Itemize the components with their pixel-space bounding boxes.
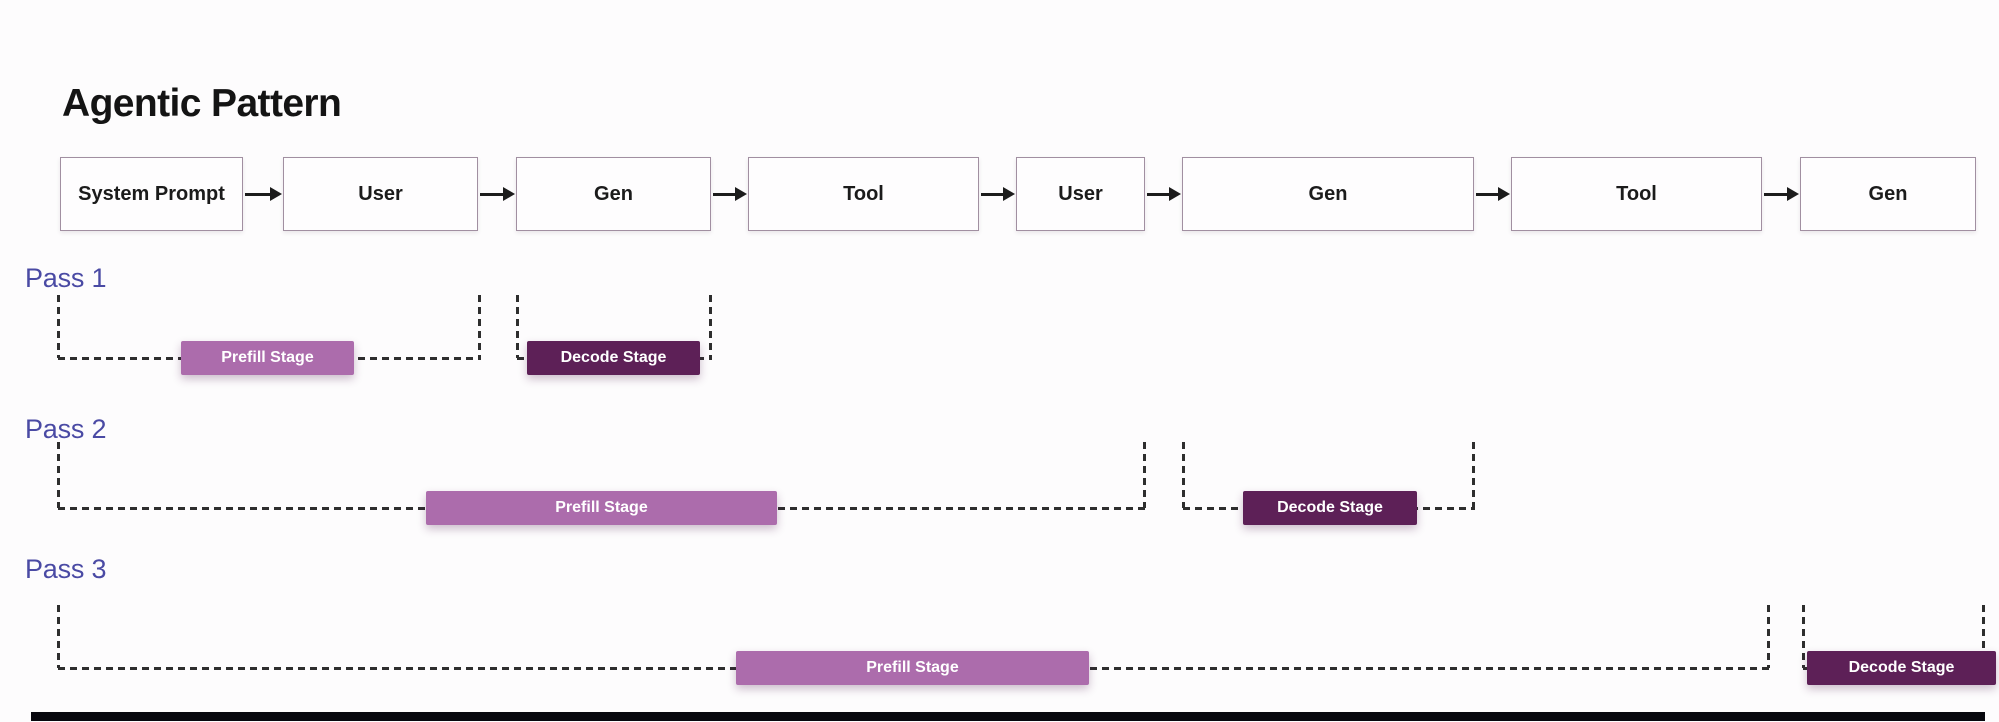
decode-stage-bar: Decode Stage — [527, 341, 700, 375]
flow-arrow — [981, 192, 1004, 196]
flow-box-gen: Gen — [1800, 157, 1976, 231]
pass-label-pass-1: Pass 1 — [25, 263, 107, 293]
decode-stage-bar: Decode Stage — [1243, 491, 1417, 525]
bracket-tick-left — [1182, 442, 1185, 508]
arrow-head-icon — [503, 187, 515, 201]
prefill-stage-bar: Prefill Stage — [736, 651, 1089, 685]
stage-bar-label: Prefill Stage — [866, 659, 959, 676]
flow-box-user: User — [283, 157, 478, 231]
flow-box-label: User — [358, 182, 403, 205]
diagram-title: Agentic Pattern — [62, 82, 342, 125]
stage-bar-label: Prefill Stage — [221, 349, 314, 366]
pass-label-pass-2: Pass 2 — [25, 414, 107, 444]
bracket-tick-right — [1767, 605, 1770, 668]
flow-arrow — [245, 192, 271, 196]
arrow-head-icon — [1003, 187, 1015, 201]
bottom-divider-bar — [31, 712, 1985, 721]
flow-arrow — [1147, 192, 1170, 196]
pass-label-pass-3: Pass 3 — [25, 554, 107, 584]
prefill-stage-bar: Prefill Stage — [181, 341, 354, 375]
flow-box-tool: Tool — [748, 157, 979, 231]
flow-box-tool: Tool — [1511, 157, 1762, 231]
stage-bar-label: Decode Stage — [560, 349, 667, 366]
flow-box-label: Gen — [1868, 182, 1908, 205]
arrow-head-icon — [270, 187, 282, 201]
flow-box-gen: Gen — [516, 157, 711, 231]
flow-arrow — [480, 192, 504, 196]
bracket-tick-right — [1143, 442, 1146, 508]
bracket-tick-right — [478, 295, 481, 358]
bracket-tick-left — [57, 605, 60, 668]
bracket-tick-left — [57, 295, 60, 358]
arrow-head-icon — [1169, 187, 1181, 201]
flow-box-label: Tool — [843, 182, 884, 205]
stage-bar-label: Decode Stage — [1848, 659, 1955, 676]
flow-box-gen: Gen — [1182, 157, 1474, 231]
flow-box-label: Tool — [1616, 182, 1657, 205]
bracket-tick-right — [709, 295, 712, 358]
flow-box-label: Gen — [1308, 182, 1348, 205]
flow-box-label: System Prompt — [78, 182, 225, 205]
bracket-tick-left — [1802, 605, 1805, 668]
flow-box-label: Gen — [594, 182, 633, 205]
flow-arrow — [1476, 192, 1499, 196]
flow-arrow — [1764, 192, 1788, 196]
flow-box-label: User — [1058, 182, 1103, 205]
flow-box-user: User — [1016, 157, 1145, 231]
arrow-head-icon — [1498, 187, 1510, 201]
flow-arrow — [713, 192, 736, 196]
arrow-head-icon — [1787, 187, 1799, 201]
bracket-tick-left — [516, 295, 519, 358]
arrow-head-icon — [735, 187, 747, 201]
decode-stage-bar: Decode Stage — [1807, 651, 1996, 685]
flow-box-system-prompt: System Prompt — [60, 157, 243, 231]
bracket-tick-left — [57, 442, 60, 508]
prefill-stage-bar: Prefill Stage — [426, 491, 777, 525]
bracket-tick-right — [1472, 442, 1475, 508]
stage-bar-label: Prefill Stage — [555, 499, 648, 516]
stage-bar-label: Decode Stage — [1277, 499, 1383, 516]
bracket-tick-right — [1982, 605, 1985, 668]
